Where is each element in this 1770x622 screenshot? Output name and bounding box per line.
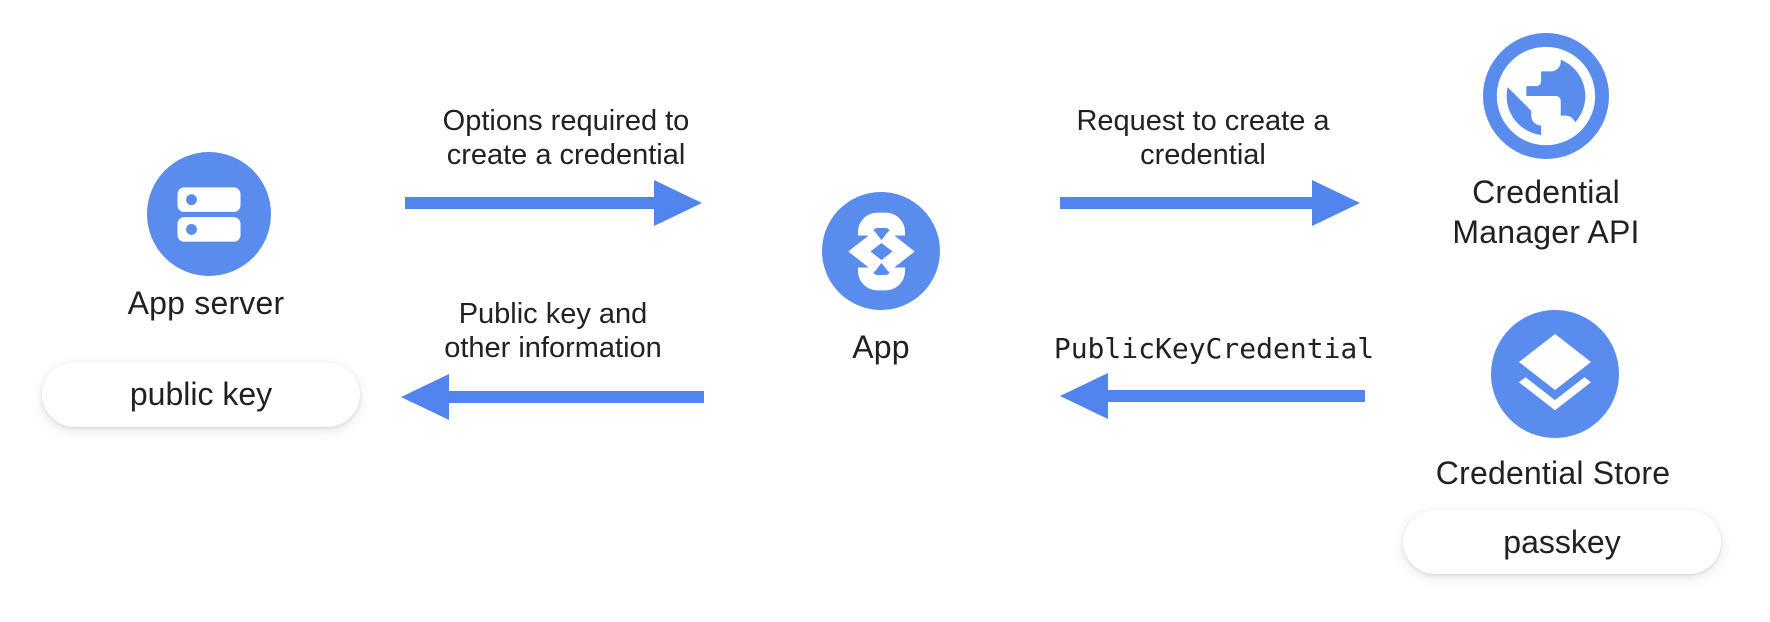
- arrow-head: [654, 180, 702, 226]
- flow-request-arrow-right-icon: [1060, 180, 1360, 226]
- flow-options-arrow-right-icon: [405, 180, 702, 226]
- public-key-pill: public key: [42, 362, 360, 427]
- app-server-node: [147, 152, 271, 276]
- flow-public-key-credential-arrow-left-icon: [1060, 373, 1365, 419]
- credential-manager-api-label: Credential Manager API: [1452, 174, 1640, 250]
- passkey-pill: passkey: [1403, 510, 1721, 574]
- app-node: [822, 192, 940, 310]
- app-label: App: [852, 329, 910, 365]
- flow-request-label: Request to create a credential: [1076, 105, 1330, 171]
- flow-public-key-info-arrow-left-icon: [401, 374, 704, 420]
- server-icon: [177, 187, 241, 242]
- globe-icon: [1496, 46, 1596, 146]
- arrow-head: [401, 374, 449, 420]
- credential-store-node: [1491, 310, 1619, 438]
- arrow-shaft: [405, 197, 654, 209]
- credential-manager-api-node: [1483, 33, 1609, 159]
- flow-public-key-info-label: Public key and other information: [444, 298, 662, 364]
- app-server-label: App server: [127, 285, 285, 321]
- passkey-pill-label: passkey: [1503, 523, 1621, 560]
- flow-public-key-credential-label: PublicKeyCredential: [1053, 332, 1375, 365]
- phone-code-icon: [847, 212, 915, 290]
- arrow-head: [1312, 180, 1360, 226]
- flow-options-label: Options required to create a credential: [442, 105, 690, 171]
- arrow-shaft: [1108, 390, 1365, 402]
- arrow-head: [1060, 373, 1108, 419]
- arrow-shaft: [449, 391, 704, 403]
- credential-store-label: Credential Store: [1435, 455, 1671, 491]
- public-key-pill-label: public key: [129, 376, 273, 412]
- arrow-shaft: [1060, 197, 1312, 209]
- layers-icon: [1519, 334, 1591, 411]
